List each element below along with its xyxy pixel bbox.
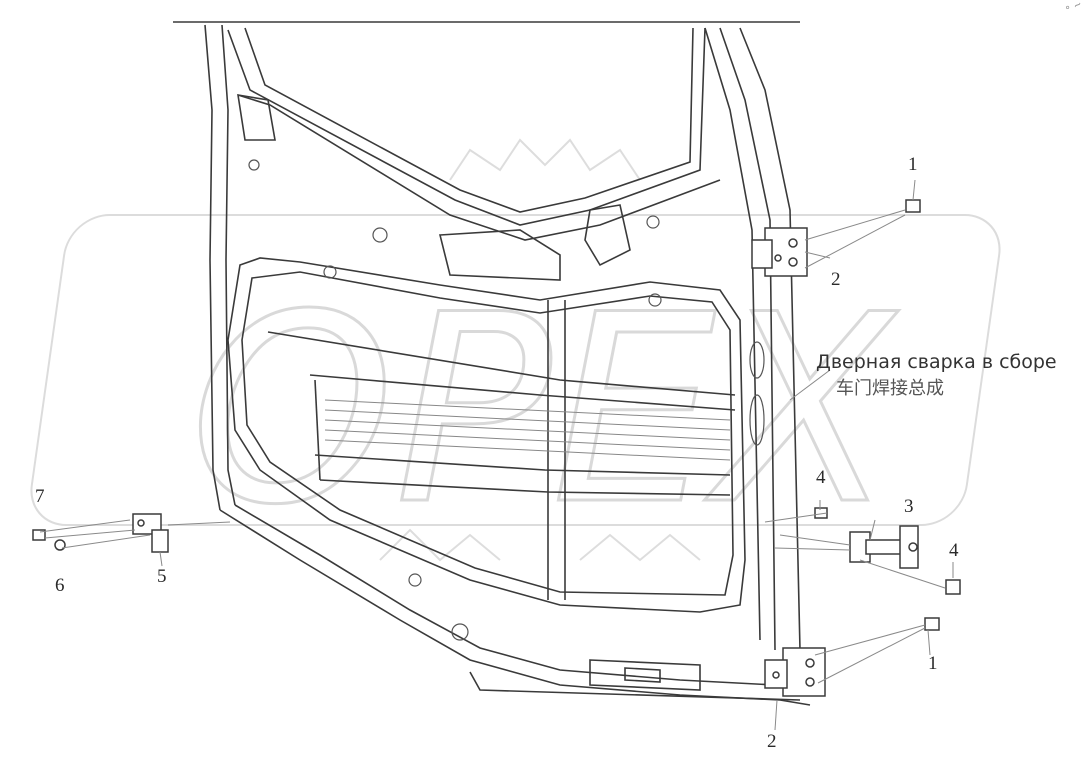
callout-4-left: 4 bbox=[816, 467, 826, 488]
door-frame bbox=[204, 24, 811, 706]
door-check-strap bbox=[849, 525, 919, 569]
left-bracket bbox=[132, 513, 169, 553]
callout-3: 3 bbox=[904, 496, 914, 517]
assembly-name-cn: 车门焊接总成 bbox=[836, 378, 944, 399]
callout-6: 6 bbox=[55, 575, 65, 596]
leader-lines bbox=[39, 179, 954, 731]
bolt-1-bottom bbox=[924, 617, 940, 631]
nut-4-right bbox=[945, 579, 961, 595]
callout-5: 5 bbox=[157, 566, 167, 587]
upper-hinge bbox=[751, 227, 808, 277]
callout-7: 7 bbox=[35, 486, 45, 507]
callout-1-bottom: 1 bbox=[928, 653, 938, 674]
watermark-logo: OPEX bbox=[30, 138, 1001, 564]
bolt-1-top bbox=[905, 199, 921, 213]
assembly-name-ru: Дверная сварка в сборе bbox=[816, 351, 1057, 373]
callout-2-lower: 2 bbox=[767, 731, 777, 752]
callout-1-top: 1 bbox=[908, 154, 918, 175]
fasteners bbox=[32, 199, 961, 631]
callout-2-upper: 2 bbox=[831, 269, 841, 290]
washer-6 bbox=[54, 539, 66, 551]
callout-4-right: 4 bbox=[949, 540, 959, 561]
lower-hinge bbox=[764, 647, 826, 697]
mounting-holes bbox=[248, 159, 765, 641]
bolt-7 bbox=[32, 529, 46, 541]
